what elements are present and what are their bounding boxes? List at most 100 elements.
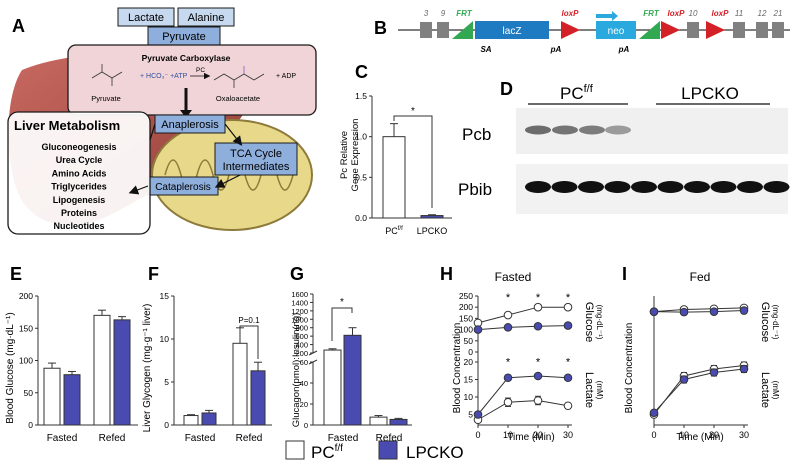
panel-d: D PCf/f LPCKO Pcb Pbib — [458, 79, 790, 214]
y-tick-label: 1.0 — [355, 132, 367, 142]
hco3-label: + HCO₃⁻ +ATP — [140, 73, 188, 80]
panel-letter-i: I — [622, 264, 627, 284]
neo-cassette — [596, 21, 636, 39]
x-tick-label: 30 — [739, 430, 749, 440]
y-tick-label: 0 — [304, 421, 308, 430]
x-tick-label: 0 — [475, 430, 480, 440]
exon-21-label: 21 — [773, 9, 783, 18]
y-tick-label: 1.5 — [355, 91, 367, 101]
series-line — [653, 307, 745, 313]
data-point — [503, 373, 513, 383]
x-category-label: Fasted — [328, 433, 359, 444]
panel-f: F Liver Glycogen (mg·g⁻¹ liver) 051015Fa… — [142, 264, 272, 444]
neo-label: neo — [608, 26, 625, 37]
frt-label-1: FRT — [456, 9, 473, 18]
panel-g-chart: 02040602004006008001000120014001600Faste… — [291, 290, 412, 444]
exon-3 — [420, 22, 432, 38]
significance-star: * — [506, 357, 511, 369]
bar — [389, 418, 408, 426]
panel-h-lactate-label: Lactate — [583, 372, 595, 408]
panel-h-xlabel: Time (Min) — [507, 432, 554, 443]
legend-label-lpcko: LPCKO — [406, 443, 464, 462]
y-tick-label: 200 — [295, 349, 308, 358]
panel-h-title: Fasted — [495, 270, 532, 284]
pathway-arrow-head — [180, 110, 192, 118]
panel-letter-e: E — [10, 264, 22, 284]
blot-band-pbib — [578, 181, 604, 193]
arrow-to-anaplerosis — [149, 123, 156, 141]
series-line — [653, 368, 745, 414]
blot-row-1-label: Pcb — [462, 125, 491, 144]
series-line — [477, 306, 568, 324]
y-tick-label: 600 — [295, 332, 308, 341]
panel-c-chart: 0.00.51.01.5* — [355, 91, 452, 223]
panel-i: I Fed Blood Concentration Time (Min) Glu… — [622, 264, 780, 443]
lactate-label: Lactate — [128, 12, 164, 24]
data-point — [709, 368, 719, 377]
tca-label-2: Intermediates — [223, 161, 290, 173]
panel-i-xlabel: Time (Min) — [676, 432, 723, 443]
panel-a: A Lactate Alanine Pyruvate Pyruvate Carb… — [7, 7, 317, 235]
exon-3-label: 3 — [424, 9, 429, 18]
significance-bracket — [393, 115, 433, 208]
panel-i-glucose-unit: (mg·dL⁻¹) — [771, 305, 780, 340]
lacz-label: lacZ — [503, 26, 522, 37]
y-tick-label: 0.5 — [355, 172, 367, 182]
blot-band-pbib — [737, 181, 763, 193]
alanine-label: Alanine — [188, 12, 225, 24]
panel-letter-g: G — [290, 264, 304, 284]
significance-star: * — [340, 297, 344, 308]
bar — [323, 349, 342, 426]
blot-band-pbib — [631, 181, 657, 193]
data-point — [533, 302, 543, 312]
panel-c-xlabel-2: LPCKO — [417, 226, 448, 236]
oxaloacetate-structure-label: Oxaloacetate — [216, 94, 260, 103]
blot-row-2-label: Pbib — [458, 180, 492, 199]
legend-swatch-control — [285, 440, 305, 460]
frt-site-1 — [452, 21, 473, 39]
loxp-site-1 — [561, 21, 580, 39]
data-point — [503, 310, 513, 320]
blot-band-pbib — [657, 181, 684, 193]
alanine-box — [177, 7, 235, 27]
series-line — [477, 325, 569, 331]
panel-letter-b: B — [374, 18, 387, 38]
y-tick-label: 400 — [295, 341, 308, 350]
series-line — [653, 365, 745, 415]
y-tick-label: 800 — [295, 324, 308, 333]
legend: PCf/f LPCKO — [285, 440, 464, 462]
panel-h-ylabel: Blood Concentration — [452, 323, 463, 414]
bar — [232, 342, 248, 426]
liver-metabolism-item: Gluconeogenesis — [41, 142, 116, 152]
bar — [382, 136, 406, 219]
bar — [183, 415, 199, 426]
blot-band-pbib — [525, 181, 551, 193]
legend-label-control: PCf/f — [311, 443, 343, 462]
panel-i-glucose-label: Glucose — [759, 302, 771, 342]
y-tick-label: 1200 — [291, 307, 308, 316]
exon-10-label: 10 — [689, 9, 698, 18]
panel-h-glucose-label: Glucose — [583, 302, 595, 342]
loxp-label-1: loxP — [562, 9, 580, 18]
blot-band-pcb — [579, 125, 605, 135]
bar — [113, 319, 131, 426]
panel-f-ylabel: Liver Glycogen (mg·g⁻¹ liver) — [142, 304, 153, 433]
y-tick-label: 10 — [464, 392, 474, 402]
significance-star: * — [536, 357, 541, 369]
panel-letter-d: D — [500, 79, 513, 99]
significance-star: * — [566, 357, 571, 369]
y-tick-label: 0 — [28, 420, 33, 430]
panel-c-ylabel-1: Pc Relative — [339, 131, 350, 179]
x-tick-label: 10 — [503, 430, 513, 440]
y-tick-label: 40 — [300, 379, 308, 388]
y-tick-label: 0 — [468, 347, 473, 357]
y-tick-label: 5 — [468, 410, 473, 420]
neo-promoter-arrow — [596, 11, 618, 21]
blot-group-1-label: PCf/f — [560, 83, 594, 103]
x-tick-label: 0 — [651, 430, 656, 440]
y-tick-label: 20 — [464, 357, 474, 367]
y-tick-label: 150 — [19, 323, 33, 333]
frt-site-2 — [639, 21, 660, 39]
